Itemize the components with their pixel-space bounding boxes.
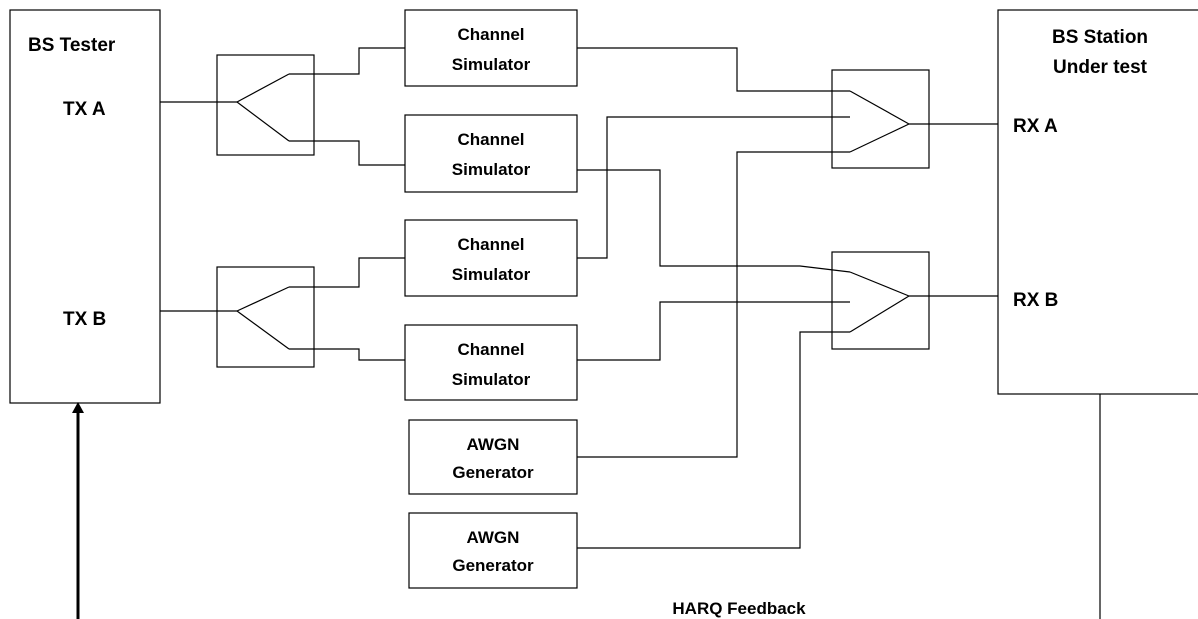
bs-station-title-line1: BS Station (1052, 27, 1148, 48)
signal-wires (160, 47, 1101, 619)
svg-text:Simulator: Simulator (452, 160, 531, 179)
splitter-tx-a (216, 54, 315, 156)
svg-text:Simulator: Simulator (452, 265, 531, 284)
bs-tester-block: BS Tester TX A TX B (9, 9, 161, 404)
bs-tester-title: BS Tester (28, 35, 116, 56)
svg-text:Generator: Generator (452, 463, 534, 482)
rx-a-label: RX A (1013, 116, 1058, 137)
awgn-generator-2: AWGN Generator (408, 512, 578, 589)
svg-text:Channel: Channel (457, 340, 524, 359)
svg-text:AWGN: AWGN (467, 435, 520, 454)
harq-feedback-label: HARQ Feedback (672, 599, 806, 618)
rx-b-label: RX B (1013, 290, 1058, 311)
channel-simulator-4: Channel Simulator (404, 324, 578, 401)
svg-text:AWGN: AWGN (467, 528, 520, 547)
channel-simulator-2: Channel Simulator (404, 114, 578, 193)
harq-feedback-arrow (72, 402, 84, 619)
svg-text:Channel: Channel (457, 130, 524, 149)
bs-station-block: BS Station Under test RX A RX B (997, 9, 1198, 395)
svg-text:Simulator: Simulator (452, 55, 531, 74)
svg-text:Generator: Generator (452, 556, 534, 575)
tx-a-label: TX A (63, 99, 106, 120)
splitter-tx-b (216, 266, 315, 368)
combiner-rx-b (831, 251, 930, 350)
awgn-generator-1: AWGN Generator (408, 419, 578, 495)
svg-text:Channel: Channel (457, 235, 524, 254)
tx-b-label: TX B (63, 309, 106, 330)
channel-simulator-1: Channel Simulator (404, 9, 578, 87)
combiner-rx-a (831, 69, 930, 169)
bs-station-title-line2: Under test (1053, 57, 1148, 78)
channel-simulator-3: Channel Simulator (404, 219, 578, 297)
svg-text:Channel: Channel (457, 25, 524, 44)
svg-text:Simulator: Simulator (452, 370, 531, 389)
